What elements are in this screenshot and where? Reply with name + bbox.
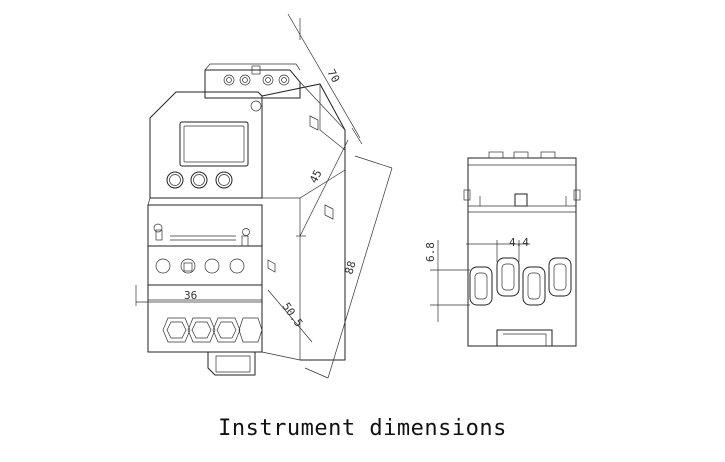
dim-rail-label: 50.5	[280, 300, 306, 329]
dim-terminal-pitch-label: 4.4	[509, 236, 529, 249]
dim-terminal-height-label: 6.8	[424, 242, 437, 262]
dim-front-height-label: 45	[307, 168, 325, 186]
figure-caption: Instrument dimensions	[218, 416, 507, 441]
isometric-view	[147, 63, 346, 376]
iso-dimensions: 70 45 88 36 50.5	[135, 13, 393, 379]
side-view	[463, 151, 581, 347]
dim-depth-label: 70	[324, 67, 342, 85]
dim-total-height-label: 88	[342, 259, 358, 275]
dim-width-label: 36	[184, 289, 197, 302]
side-dimensions: 4.4 6.8	[424, 236, 530, 322]
